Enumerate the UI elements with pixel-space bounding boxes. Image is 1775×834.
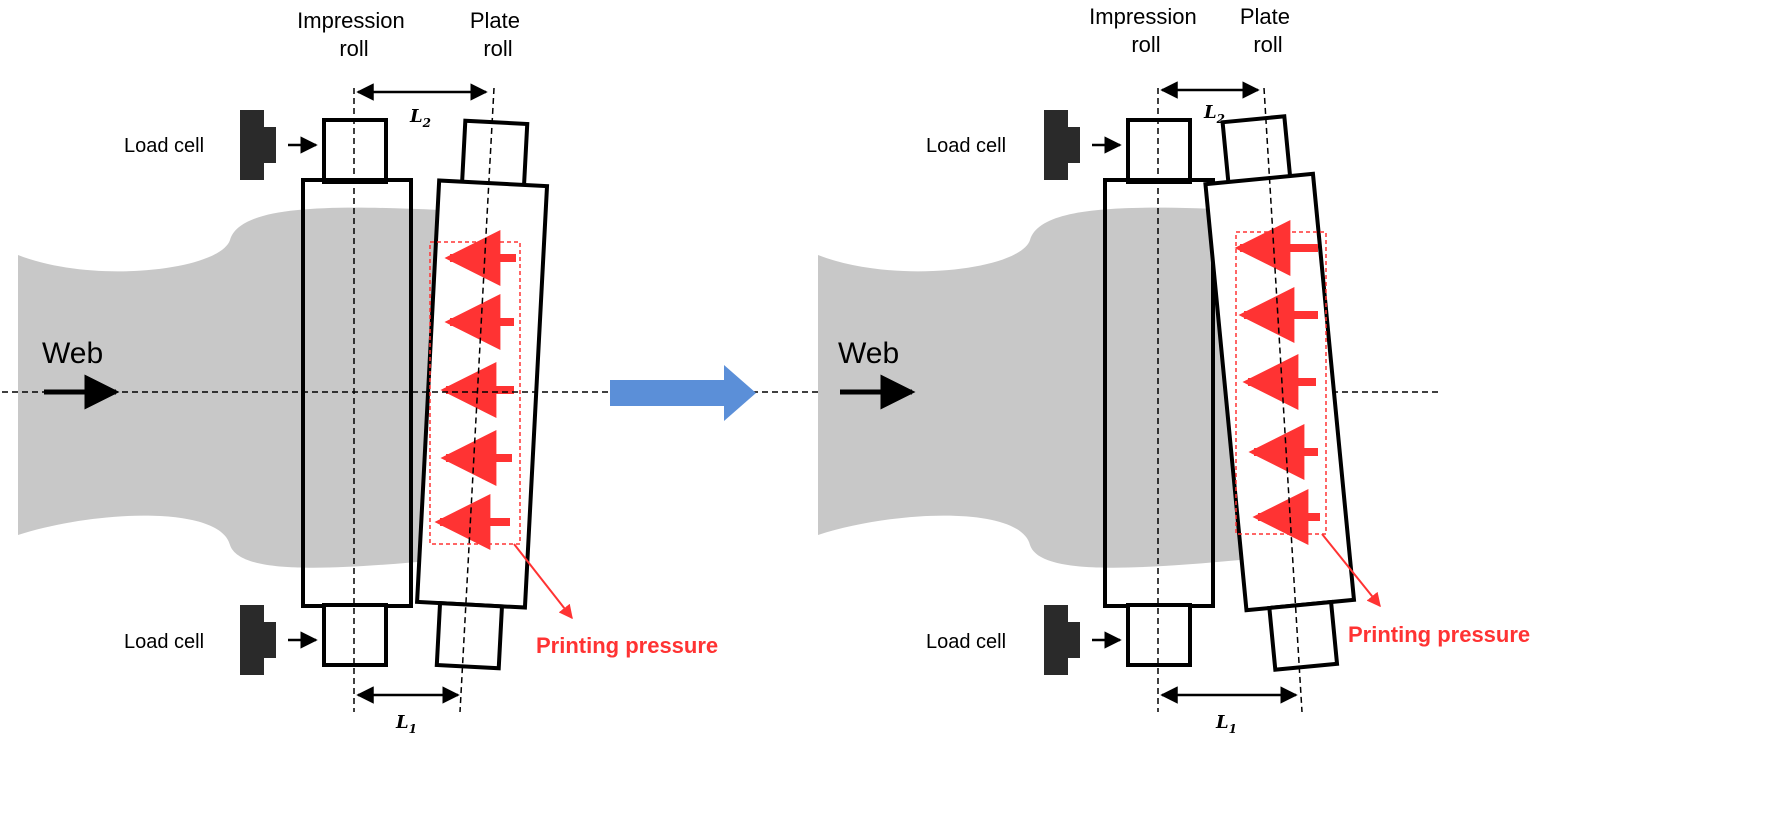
pressure-label: Printing pressure xyxy=(536,633,718,658)
web-label: Web xyxy=(42,337,103,370)
impression-roll xyxy=(301,118,413,667)
web-shape xyxy=(818,207,1240,568)
plate-roll-label: Plate roll xyxy=(1240,4,1296,57)
left-panel: Printing pressure L2 L1 Impression roll … xyxy=(18,8,718,736)
l2-label: L2 xyxy=(1203,102,1225,126)
web-shape xyxy=(18,207,440,568)
impression-roll-label: Impression roll xyxy=(1089,4,1203,57)
load-cell-bottom-label: Load cell xyxy=(124,631,204,653)
web-label: Web xyxy=(838,337,899,370)
load-cell-icon xyxy=(1044,110,1080,180)
right-panel: Printing pressure L2 L1 Impression roll … xyxy=(818,4,1530,736)
l1-label: L1 xyxy=(395,712,417,736)
load-cell-icon xyxy=(1044,605,1080,675)
l1-label: L1 xyxy=(1215,712,1237,736)
pressure-callout xyxy=(513,543,573,620)
l2-label: L2 xyxy=(409,106,431,130)
plate-roll xyxy=(414,118,550,671)
plate-roll-label: Plate roll xyxy=(470,8,526,61)
load-cell-icon xyxy=(240,110,276,180)
impression-roll xyxy=(1103,118,1215,667)
pressure-arrows xyxy=(434,230,516,550)
load-cell-top-label: Load cell xyxy=(926,135,1006,157)
load-cell-icon xyxy=(240,605,276,675)
right-arrow-icon xyxy=(610,365,756,421)
pressure-callout xyxy=(1321,533,1381,608)
plate-centerline xyxy=(1263,87,1303,713)
load-cell-top-label: Load cell xyxy=(124,135,204,157)
load-cell-bottom-label: Load cell xyxy=(926,631,1006,653)
plate-centerline xyxy=(459,87,495,713)
pressure-label: Printing pressure xyxy=(1348,622,1530,647)
impression-roll-label: Impression roll xyxy=(297,8,411,61)
plate-roll xyxy=(1203,114,1357,672)
